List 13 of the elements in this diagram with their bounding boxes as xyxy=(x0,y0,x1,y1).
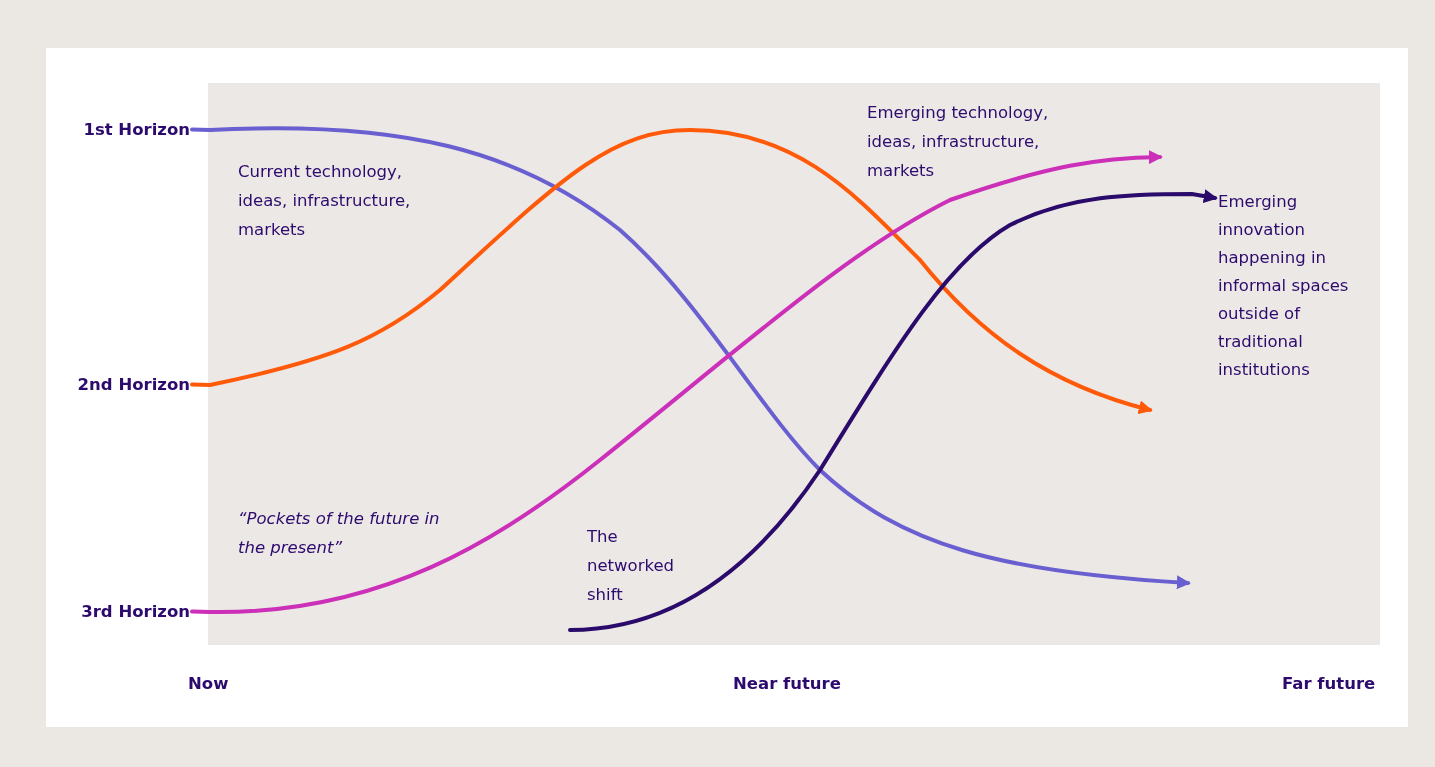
curve-arrow xyxy=(568,189,1218,632)
horizon-label: 2nd Horizon xyxy=(76,374,190,396)
axis-label: Now xyxy=(188,673,230,695)
axis-label: Near future xyxy=(733,673,842,695)
horizon-label: 1st Horizon xyxy=(82,119,190,141)
axis-label: Far future xyxy=(1282,673,1377,695)
annotation: Emerging technology, ideas, infrastructure, markets xyxy=(867,102,1050,182)
annotation: The networked shift xyxy=(587,526,676,606)
curve-arrow xyxy=(190,128,1153,414)
annotation: Current technology, ideas, infrastructure, markets xyxy=(238,161,412,241)
quote-annotation: “Pockets of the future in the present” xyxy=(238,508,441,559)
annotation: Emerging innovation happening in informal spaces outside of traditional institutions xyxy=(1218,191,1350,381)
horizon-label: 3rd Horizon xyxy=(80,601,190,623)
